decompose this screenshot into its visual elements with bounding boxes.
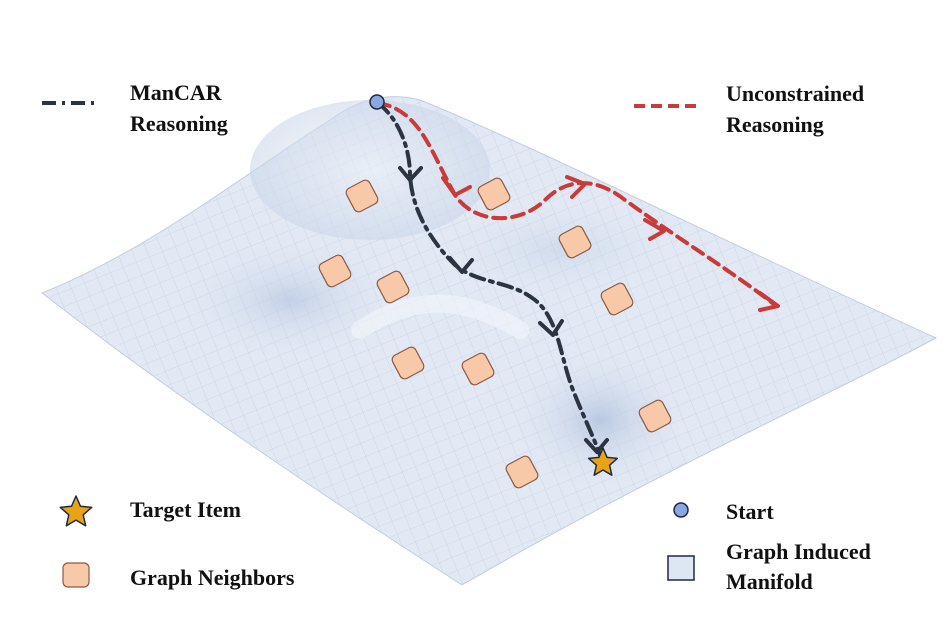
legend-graph-neighbors: Graph Neighbors — [62, 562, 295, 590]
start-dot-icon — [673, 502, 689, 518]
legend-target-item: Target Item — [59, 495, 241, 527]
legend-start-label: Start — [726, 499, 774, 524]
graph-neighbor-node — [638, 399, 672, 433]
legend-mancar-label-1: ManCAR — [130, 80, 223, 105]
legend-target-item-label: Target Item — [130, 497, 241, 522]
neighbor-square-icon — [62, 562, 90, 588]
graph-neighbor-node — [318, 254, 352, 288]
graph-neighbor-node — [505, 455, 539, 489]
start-node — [369, 94, 385, 110]
legend-mancar: ManCAR Reasoning — [42, 80, 228, 136]
target-item-star — [587, 447, 619, 476]
manifold-surface — [41, 96, 938, 586]
star-icon — [59, 495, 93, 527]
legend-start: Start — [673, 499, 774, 524]
graph-neighbor-node — [376, 270, 410, 304]
graph-neighbor-node — [391, 346, 425, 380]
manifold-square-icon — [667, 555, 695, 581]
unconstrained-reasoning-path — [376, 101, 777, 307]
legend-unconstrained: Unconstrained Reasoning — [634, 81, 864, 137]
legend-unconstrained-label-1: Unconstrained — [726, 81, 864, 106]
graph-neighbors — [318, 177, 672, 489]
legend-mancar-label-2: Reasoning — [130, 111, 228, 136]
graph-neighbor-node — [558, 225, 592, 259]
legend-manifold: Graph Induced Manifold — [667, 539, 871, 594]
graph-neighbor-node — [461, 352, 495, 386]
graph-neighbor-node — [477, 177, 511, 211]
legend-graph-neighbors-label: Graph Neighbors — [130, 565, 295, 590]
legend-manifold-label-2: Manifold — [726, 569, 813, 594]
graph-neighbor-node — [600, 282, 634, 316]
legend-unconstrained-label-2: Reasoning — [726, 112, 824, 137]
unconstrained-arrowheads — [441, 175, 780, 312]
mancar-reasoning-path — [376, 101, 603, 460]
legend-manifold-label-1: Graph Induced — [726, 539, 871, 564]
graph-neighbor-node — [345, 179, 379, 213]
mancar-arrowheads — [398, 166, 609, 454]
